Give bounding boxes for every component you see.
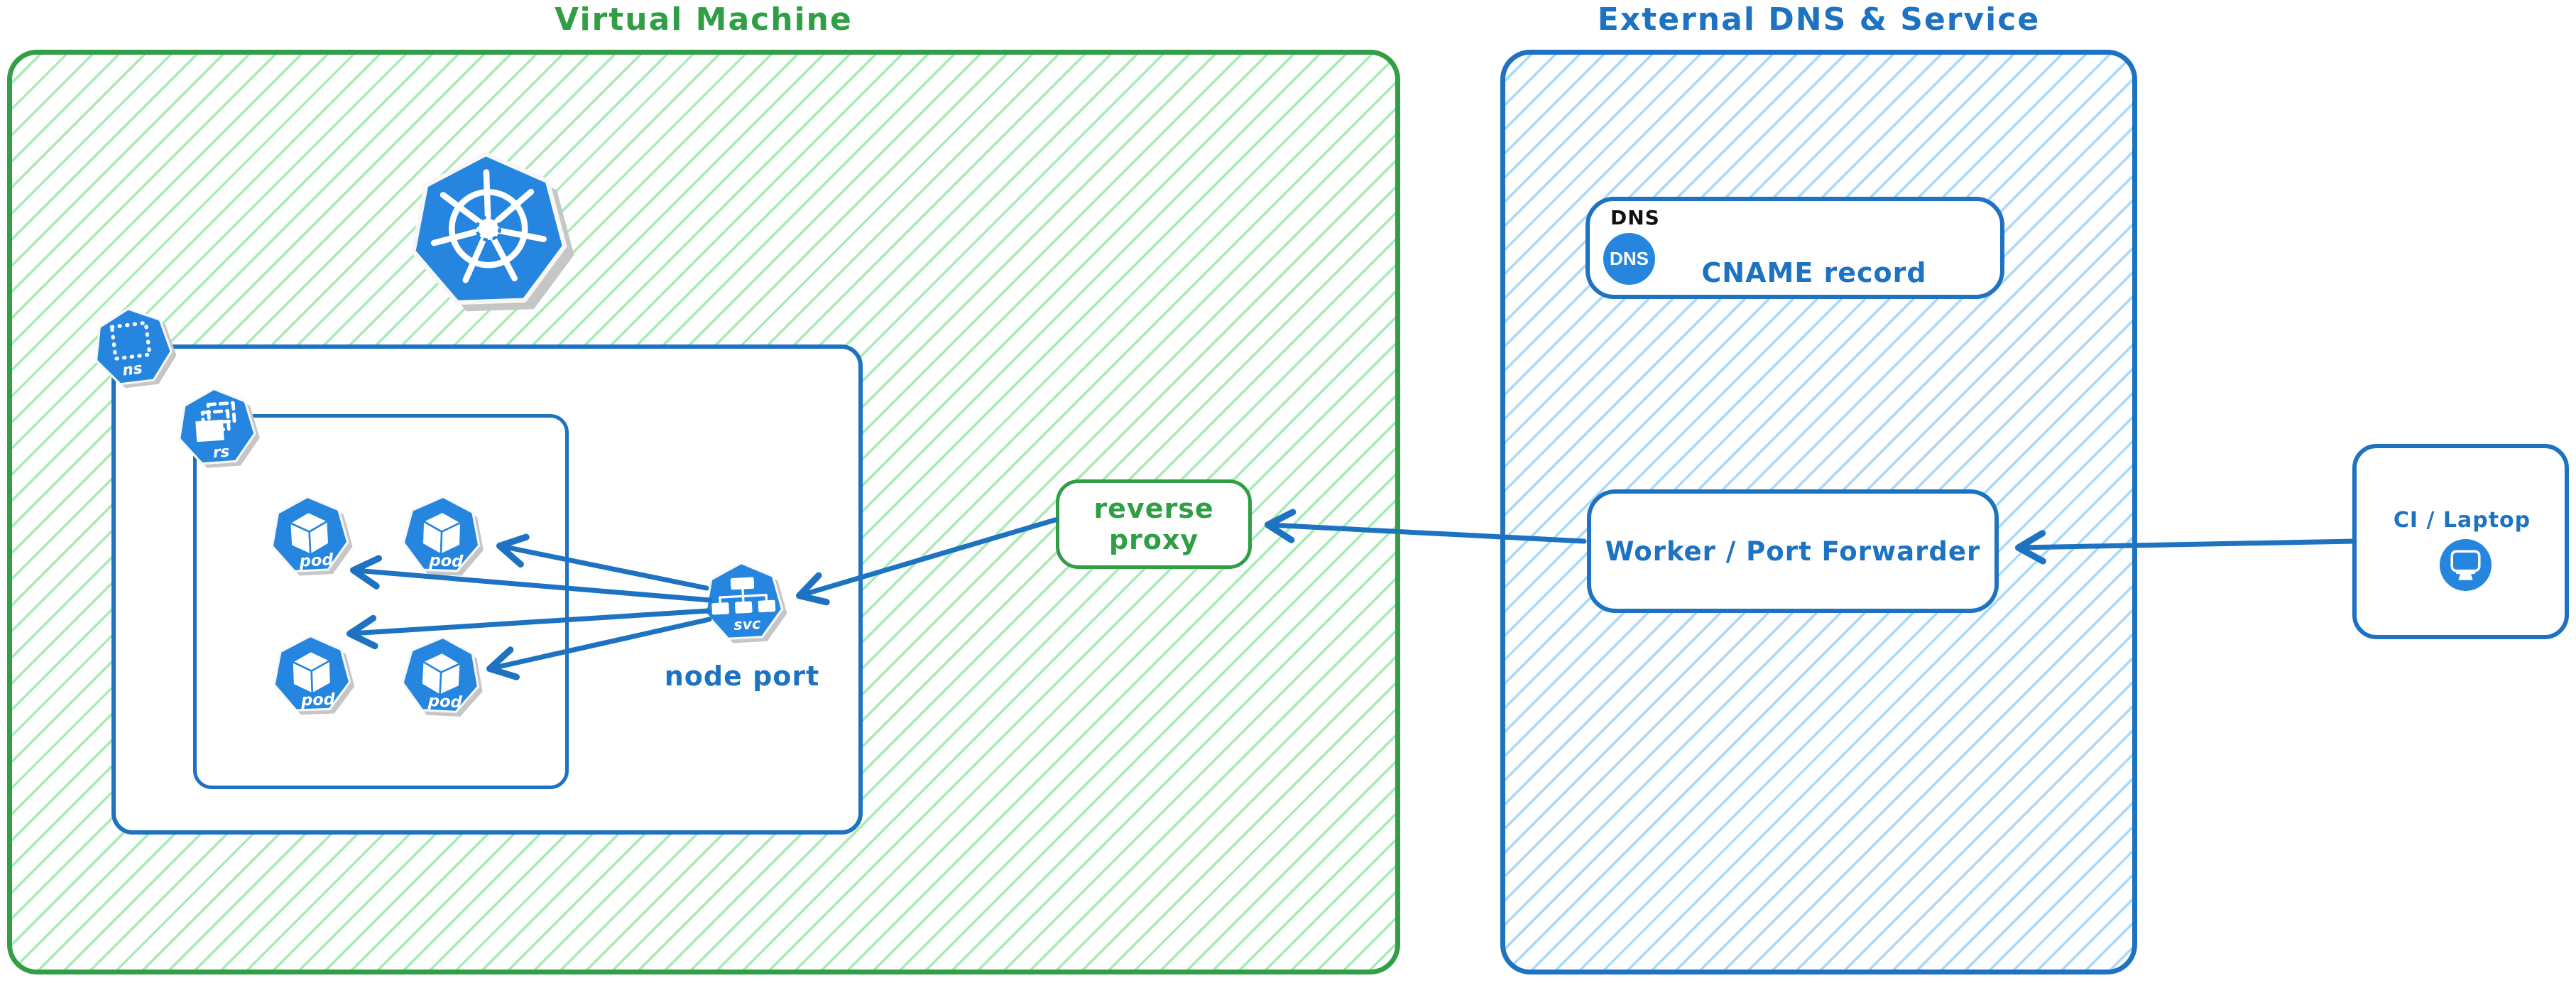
service-label: svc bbox=[733, 615, 762, 634]
replicaset-box bbox=[193, 414, 569, 789]
worker-port-forwarder-box: Worker / Port Forwarder bbox=[1587, 489, 1999, 613]
dns-badge-text: DNS bbox=[1610, 248, 1649, 269]
cube-icon bbox=[420, 651, 462, 696]
dns-badge-icon: DNS bbox=[1603, 233, 1655, 285]
service-tree-icon bbox=[711, 577, 776, 615]
pod-label: pod bbox=[428, 551, 464, 571]
external-dns-title: External DNS & Service bbox=[1597, 1, 2041, 38]
cube-icon bbox=[288, 511, 330, 556]
pod-label: pod bbox=[298, 550, 334, 571]
service-icon: svc bbox=[704, 561, 787, 643]
namespace-label: ns bbox=[121, 359, 143, 379]
kubernetes-wheel-icon bbox=[430, 169, 547, 283]
node-port-caption: node port bbox=[664, 661, 820, 692]
pod-label: pod bbox=[427, 692, 463, 712]
pod-label: pod bbox=[300, 690, 336, 710]
reverse-proxy-box: reverse proxy bbox=[1056, 479, 1252, 569]
replicaset-icon: rs bbox=[178, 387, 260, 468]
pod-icon: pod bbox=[401, 636, 483, 717]
monitor-badge bbox=[2440, 539, 2492, 591]
cube-icon bbox=[421, 511, 462, 556]
pod-icon: pod bbox=[273, 634, 355, 715]
dns-tag: DNS bbox=[1610, 206, 1660, 229]
replicaset-label: rs bbox=[212, 443, 230, 462]
monitor-icon bbox=[2450, 550, 2481, 580]
cname-record-label: CNAME record bbox=[1701, 257, 1927, 288]
worker-port-forwarder-label: Worker / Port Forwarder bbox=[1605, 536, 1981, 567]
namespace-icon: ns bbox=[94, 308, 177, 389]
cube-icon bbox=[291, 650, 332, 695]
dns-record-box bbox=[1586, 197, 2004, 299]
kubernetes-icon bbox=[410, 151, 574, 312]
pod-icon: pod bbox=[271, 495, 353, 576]
pod-icon: pod bbox=[402, 495, 484, 576]
reverse-proxy-label: reverse proxy bbox=[1093, 493, 1214, 555]
ci-laptop-label: CI / Laptop bbox=[2393, 508, 2531, 533]
virtual-machine-title: Virtual Machine bbox=[555, 1, 853, 38]
